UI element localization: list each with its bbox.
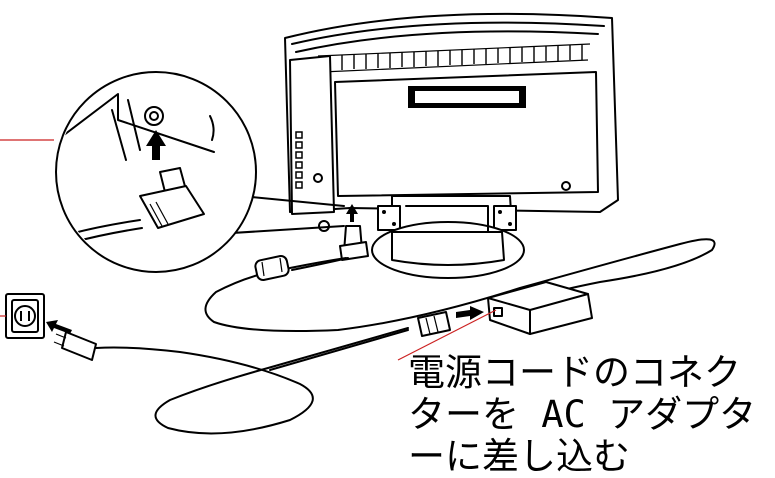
connection-caption: 電源コードのコネクターを AC アダプターに差し込む (408, 351, 757, 478)
dc-jack-zoom-icon (55, 71, 345, 273)
monitor-back-icon (284, 12, 619, 279)
wall-outlet-icon (5, 293, 45, 339)
ac-cord (95, 327, 409, 435)
power-plug-icon (46, 320, 97, 361)
dc-plug-icon (339, 204, 369, 261)
dc-cable (204, 238, 716, 332)
cord-connector-icon (417, 306, 484, 337)
ferrite-core-icon (254, 255, 290, 281)
ac-adapter-icon (487, 281, 593, 335)
caption-leader-line (397, 309, 497, 361)
